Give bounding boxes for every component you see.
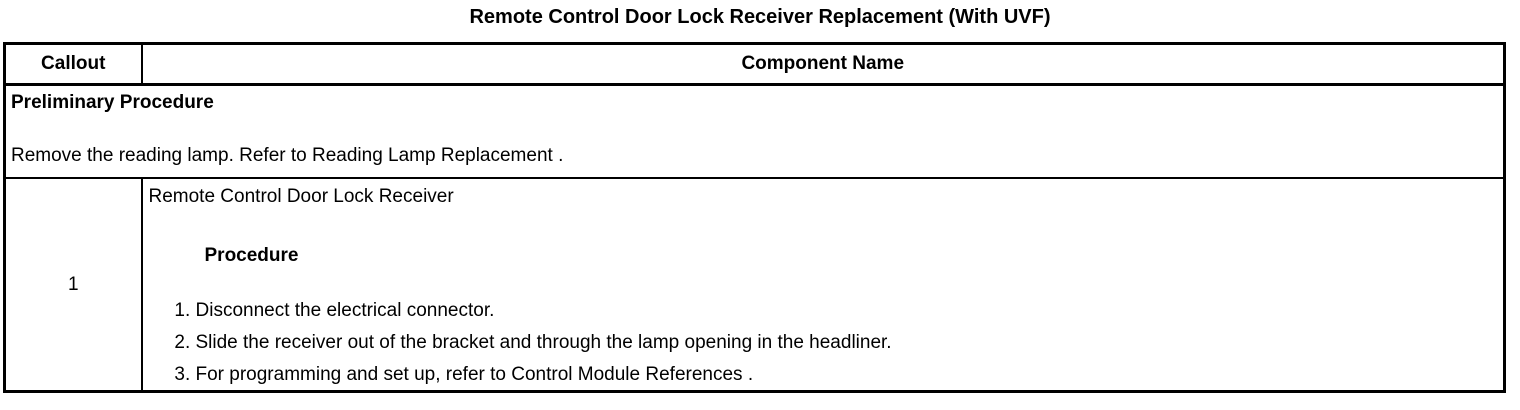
component-name-column-header: Component Name xyxy=(140,42,1506,86)
table-header-row: Callout Component Name xyxy=(3,42,1506,86)
preliminary-procedure-cell: Preliminary Procedure Remove the reading… xyxy=(4,84,1505,179)
preliminary-procedure-heading: Preliminary Procedure xyxy=(11,92,214,113)
component-table: Callout Component Name Preliminary Proce… xyxy=(3,42,1506,393)
callout-number: 1 xyxy=(4,178,143,392)
component-cell: Remote Control Door Lock Receiver Proced… xyxy=(142,178,1505,392)
preliminary-procedure-text: Remove the reading lamp. Refer to Readin… xyxy=(11,145,564,166)
procedure-heading: Procedure xyxy=(204,245,299,266)
callout-column-header: Callout xyxy=(3,42,143,86)
preliminary-procedure-row: Preliminary Procedure Remove the reading… xyxy=(4,84,1505,179)
table-row: 1 Remote Control Door Lock Receiver Proc… xyxy=(4,178,1505,392)
procedure-steps-list: Disconnect the electrical connector. Sli… xyxy=(149,299,1496,386)
procedure-step: Slide the receiver out of the bracket an… xyxy=(196,331,1496,354)
procedure-step: For programming and set up, refer to Con… xyxy=(196,363,1496,386)
component-name: Remote Control Door Lock Receiver xyxy=(148,186,454,207)
page-title: Remote Control Door Lock Receiver Replac… xyxy=(469,6,1051,28)
procedure-step: Disconnect the electrical connector. xyxy=(196,299,1496,322)
